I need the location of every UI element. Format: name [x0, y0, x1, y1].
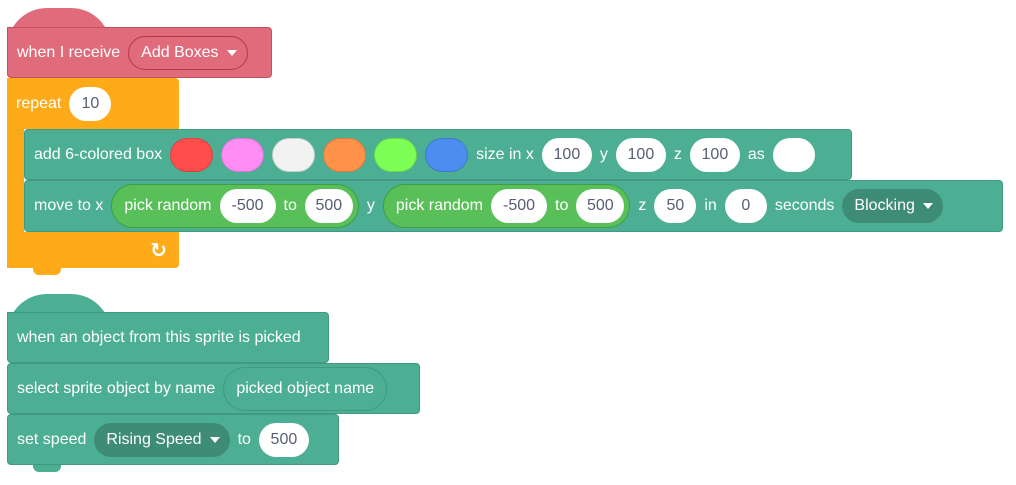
in-label: in	[704, 197, 717, 214]
random-to-label: to	[283, 197, 297, 214]
when-object-picked-block[interactable]: when an object from this sprite is picke…	[7, 312, 329, 363]
size-y-label: y	[599, 145, 608, 163]
repeat-notch	[33, 268, 61, 275]
color-swatch-green[interactable]	[374, 137, 418, 172]
add-colored-box-block[interactable]: add 6-colored box size in x 100 y 100 z …	[24, 129, 852, 180]
size-z-input[interactable]: 100	[689, 137, 740, 172]
chevron-down-icon	[209, 436, 220, 443]
color-swatch-pink[interactable]	[221, 137, 265, 172]
picked-object-name-label: picked object name	[236, 379, 375, 397]
random-y-to-input[interactable]: 500	[576, 189, 625, 223]
color-swatch-red[interactable]	[170, 137, 214, 172]
repeat-block[interactable]: repeat 10	[7, 78, 179, 129]
add-box-label: add 6-colored box	[34, 145, 163, 163]
pick-random-y-reporter[interactable]: pick random -500 to 500	[382, 184, 631, 228]
color-swatch-orange[interactable]	[323, 137, 367, 172]
size-z-label: z	[673, 145, 682, 163]
size-x-input[interactable]: 100	[541, 137, 592, 172]
select-sprite-label: select sprite object by name	[17, 379, 216, 397]
when-object-picked-label: when an object from this sprite is picke…	[17, 328, 301, 346]
color-swatch-white[interactable]	[272, 137, 316, 172]
message-dropdown[interactable]: Add Boxes	[128, 35, 248, 70]
mode-dropdown-value: Blocking	[854, 197, 915, 214]
picked-object-name-reporter[interactable]: picked object name	[223, 366, 388, 411]
select-sprite-object-block[interactable]: select sprite object by name picked obje…	[7, 363, 420, 414]
as-input[interactable]	[772, 137, 815, 172]
mode-dropdown[interactable]: Blocking	[842, 189, 943, 223]
pick-random-label: pick random	[124, 197, 212, 214]
chevron-down-icon	[922, 203, 933, 209]
repeat-bottom-arm: ↻	[7, 232, 179, 268]
random-to-label: to	[555, 197, 569, 214]
seconds-label: seconds	[774, 197, 835, 214]
color-swatch-blue[interactable]	[425, 137, 469, 172]
random-x-from-input[interactable]: -500	[219, 189, 276, 223]
size-in-x-label: size in x	[476, 145, 534, 163]
set-speed-label: set speed	[17, 430, 87, 448]
random-y-from-input[interactable]: -500	[491, 189, 548, 223]
repeat-count-input[interactable]: 10	[69, 86, 112, 121]
seconds-input[interactable]: 0	[724, 189, 767, 223]
move-z-input[interactable]: 50	[654, 189, 697, 223]
set-speed-to-label: to	[237, 430, 251, 448]
move-to-block[interactable]: move to x pick random -500 to 500 y pick…	[24, 180, 1003, 232]
set-speed-block[interactable]: set speed Rising Speed to 500	[7, 414, 339, 465]
when-i-receive-block[interactable]: when I receive Add Boxes	[7, 27, 272, 78]
random-x-to-input[interactable]: 500	[304, 189, 353, 223]
set-speed-notch	[33, 465, 61, 472]
chevron-down-icon	[226, 49, 237, 56]
speed-value-input[interactable]: 500	[258, 422, 309, 457]
move-z-label: z	[638, 197, 647, 214]
loop-arrow-icon: ↻	[150, 239, 167, 262]
repeat-label: repeat	[16, 94, 62, 112]
move-y-label: y	[366, 197, 375, 214]
size-y-input[interactable]: 100	[615, 137, 666, 172]
when-i-receive-label: when I receive	[17, 43, 121, 61]
speed-variable-value: Rising Speed	[106, 430, 202, 448]
pick-random-label: pick random	[395, 197, 484, 214]
speed-variable-dropdown[interactable]: Rising Speed	[94, 422, 230, 457]
as-label: as	[747, 145, 765, 163]
message-dropdown-value: Add Boxes	[141, 43, 219, 61]
pick-random-x-reporter[interactable]: pick random -500 to 500	[111, 184, 359, 228]
move-to-x-label: move to x	[34, 197, 104, 214]
